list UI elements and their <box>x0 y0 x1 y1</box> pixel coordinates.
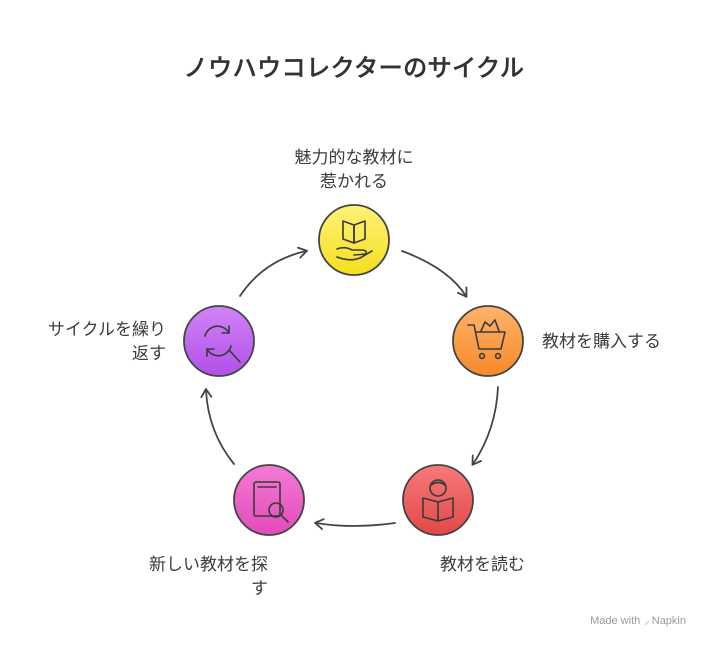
arrow-read-to-search <box>314 518 396 530</box>
made-with-text: Made with <box>590 615 641 627</box>
node-read <box>402 464 474 536</box>
label-attracted: 魅力的な教材に 惹かれる <box>294 148 414 192</box>
made-with-credit[interactable]: Made with⸝Napkin <box>590 613 686 628</box>
label-repeat: サイクルを繰り 返す <box>47 320 166 364</box>
arrow-repeat-to-attracted <box>239 246 308 297</box>
arrow-buy-to-read <box>471 386 499 466</box>
napkin-logo-icon: ⸝ <box>644 615 650 627</box>
napkin-brand: Napkin <box>651 615 686 627</box>
cart-icon <box>467 319 506 360</box>
label-search: 新しい教材を探 す <box>149 555 268 599</box>
cycle-search-icon <box>204 325 241 363</box>
node-buy <box>452 305 524 377</box>
label-read: 教材を読む <box>440 555 525 575</box>
arrow-search-to-repeat <box>200 388 235 465</box>
person-reading-icon <box>422 479 454 522</box>
page-title: ノウハウコレクターのサイクル <box>183 54 525 82</box>
node-attracted <box>318 204 390 276</box>
search-book-icon <box>253 481 289 523</box>
label-buy: 教材を購入する <box>542 332 661 352</box>
arrow-attracted-to-buy <box>401 250 468 298</box>
book-hand-icon <box>336 220 373 261</box>
node-search <box>233 464 305 536</box>
node-repeat <box>183 305 255 377</box>
